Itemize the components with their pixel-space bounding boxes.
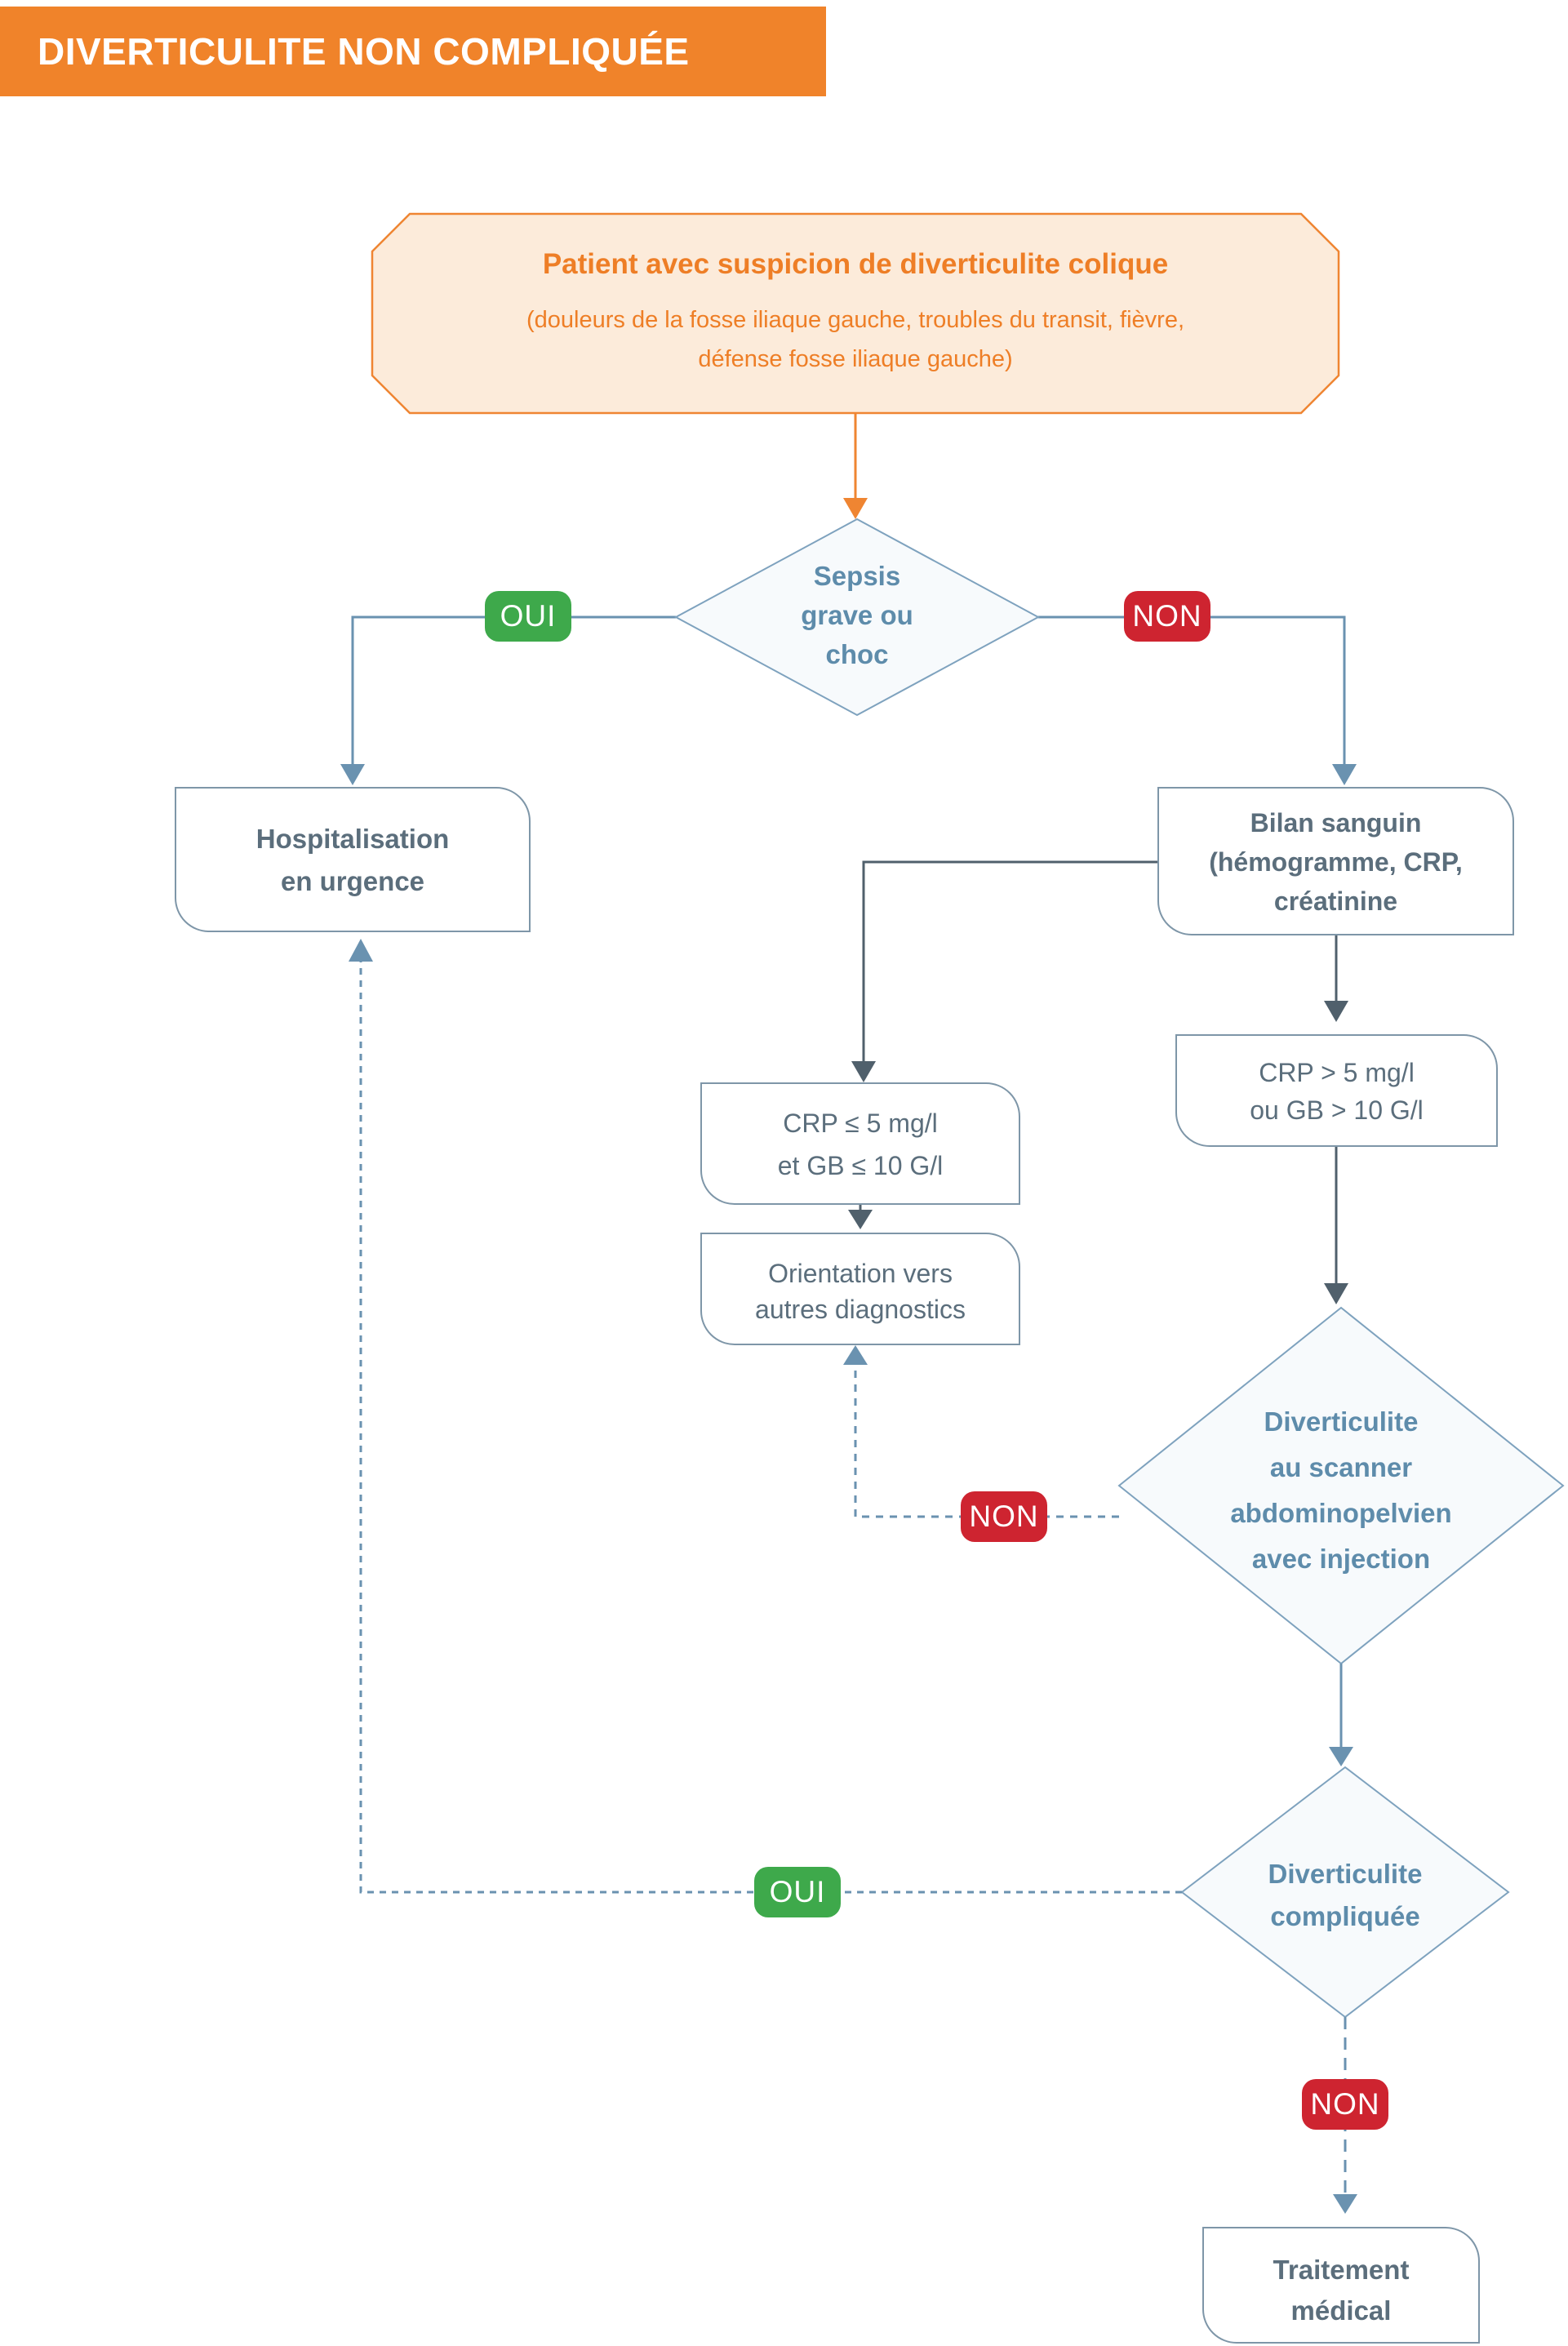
node-hospitalisation-label: Hospitalisation — [255, 824, 450, 854]
node-traitement-label: Traitement — [1273, 2255, 1410, 2285]
badge-sepsis-non: NON — [1124, 591, 1210, 642]
edge-bilan-crp-low — [851, 860, 1157, 1082]
edge-bilan-crp-high — [1324, 935, 1348, 1022]
edge-crp-low-orientation — [848, 1205, 873, 1229]
page-title: DIVERTICULITE NON COMPLIQUÉE — [0, 7, 826, 96]
edge-start-sepsis — [843, 414, 868, 519]
edge-scanner-compliquee — [1329, 1664, 1353, 1766]
node-crp-high-label: CRP > 5 mg/l — [1259, 1058, 1415, 1087]
decision-compliquee-shape — [1180, 1766, 1510, 2019]
node-crp-high — [1175, 1034, 1498, 1147]
start-node-subtitle-line1: (douleurs de la fosse iliaque gauche, tr… — [526, 307, 1185, 333]
decision-sepsis-shape — [673, 518, 1041, 717]
start-node-subtitle-line2: défense fosse iliaque gauche) — [698, 346, 1013, 372]
node-crp-low-label: CRP ≤ 5 mg/l — [783, 1109, 938, 1138]
decision-sepsis-label: Sepsis — [813, 561, 901, 591]
edge-sepsis-non-bilan — [1038, 615, 1357, 785]
node-orientation — [700, 1233, 1020, 1345]
decision-scanner-label: Diverticulite — [1264, 1406, 1419, 1437]
decision-scanner-shape — [1117, 1306, 1565, 1665]
edge-sepsis-oui-hospitalisation — [340, 615, 676, 785]
node-orientation-label: Orientation vers — [768, 1259, 953, 1288]
badge-scanner-non: NON — [961, 1491, 1047, 1542]
start-node-title: Patient avec suspicion de diverticulite … — [542, 248, 1169, 280]
badge-sepsis-oui: OUI — [485, 591, 571, 642]
node-bilan-sanguin — [1157, 787, 1514, 935]
badge-compliquee-oui: OUI — [754, 1867, 841, 1917]
node-crp-low — [700, 1082, 1020, 1205]
node-traitement — [1202, 2227, 1480, 2344]
start-node-shape — [371, 212, 1340, 415]
node-bilan-sanguin-label: Bilan sanguin — [1250, 808, 1422, 838]
edge-crp-high-scanner — [1324, 1147, 1348, 1304]
node-hospitalisation — [175, 787, 531, 932]
badge-compliquee-non: NON — [1302, 2079, 1388, 2130]
decision-compliquee-label: Diverticulite — [1268, 1859, 1423, 1889]
edge-compliquee-oui-hospitalisation — [349, 939, 1182, 1894]
